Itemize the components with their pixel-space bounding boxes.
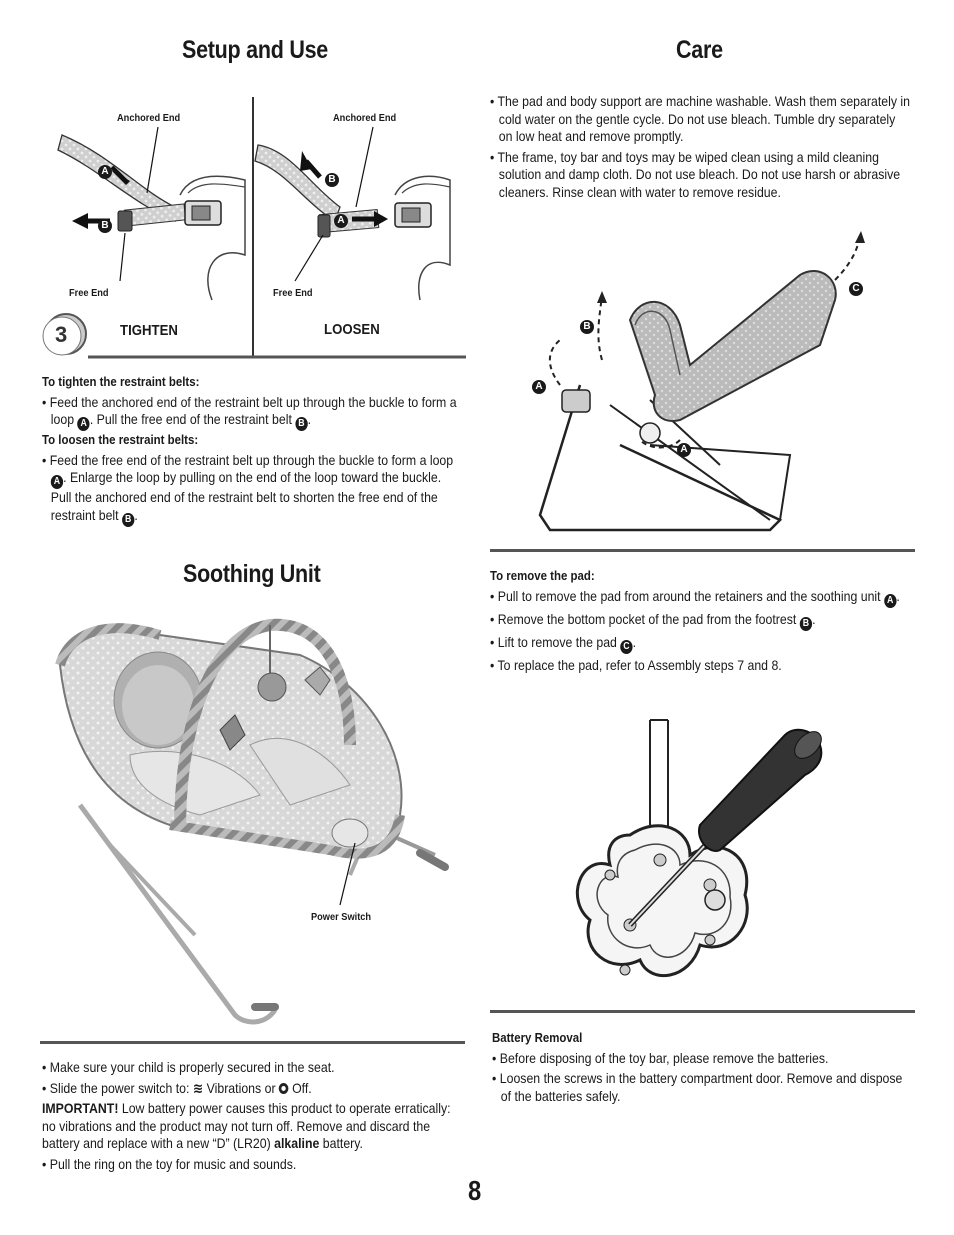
- care-title: Care: [676, 36, 723, 64]
- badge-c-icon: C: [849, 282, 863, 296]
- soothing-title: Soothing Unit: [183, 560, 321, 588]
- page-number: 8: [468, 1175, 482, 1206]
- remove-pad-bullet: • Remove the bottom pocket of the pad fr…: [490, 610, 816, 631]
- badge-b-icon: B: [799, 616, 813, 631]
- badge-a-icon: A: [334, 214, 348, 228]
- step-number: 3: [55, 322, 68, 347]
- badge-c-icon: C: [620, 639, 633, 654]
- setup-title: Setup and Use: [182, 36, 328, 64]
- badge-b-icon: B: [580, 320, 594, 334]
- loosen-heading: To loosen the restraint belts:: [42, 432, 199, 447]
- divider: [40, 1041, 465, 1044]
- badge-a-icon: A: [677, 443, 691, 457]
- tighten-heading: To tighten the restraint belts:: [42, 374, 200, 389]
- belt-illustration: [42, 97, 466, 359]
- remove-pad-heading: To remove the pad:: [490, 568, 595, 583]
- battery-removal-illustration: [575, 719, 823, 977]
- badge-a-icon: A: [532, 380, 546, 394]
- badge-a-icon: A: [50, 475, 64, 489]
- remove-pad-bullet: • Lift to remove the pad C.: [490, 633, 637, 654]
- badge-b-icon: B: [122, 512, 135, 527]
- loosen-label: LOOSEN: [324, 321, 380, 338]
- vibrations-icon: ≋: [192, 1079, 204, 1096]
- setup-instructions: To tighten the restraint belts: • Feed t…: [42, 373, 463, 527]
- soothing-bullet: • Slide the power switch to: ≋ Vibration…: [42, 1079, 312, 1096]
- important-note: IMPORTANT! Low battery power causes this…: [42, 1100, 451, 1151]
- care-bullet: • The pad and body support are machine w…: [490, 93, 911, 144]
- anchored-end-label: Anchored End: [117, 112, 181, 124]
- soothing-bullet: • Pull the ring on the toy for music and…: [42, 1155, 297, 1172]
- remove-pad-instructions: To remove the pad: • Pull to remove the …: [490, 567, 911, 674]
- soothing-bullet: • Make sure your child is properly secur…: [42, 1059, 335, 1075]
- badge-a-icon: A: [98, 165, 112, 179]
- badge-b-icon: B: [98, 219, 112, 233]
- remove-pad-bullet: • To replace the pad, refer to Assembly …: [490, 656, 782, 673]
- bouncer-illustration: [55, 618, 449, 1025]
- free-end-label: Free End: [273, 287, 313, 299]
- divider: [490, 1010, 915, 1013]
- care-bullet: • The frame, toy bar and toys may be wip…: [490, 148, 901, 200]
- pad-removal-illustration: [538, 231, 865, 532]
- battery-bullet: • Before disposing of the toy bar, pleas…: [492, 1049, 829, 1066]
- badge-b-icon: B: [295, 417, 308, 431]
- loosen-bullet: • Feed the free end of the restraint bel…: [42, 451, 454, 527]
- anchored-end-label: Anchored End: [333, 112, 397, 124]
- remove-pad-bullet: • Pull to remove the pad from around the…: [490, 587, 900, 608]
- divider: [490, 549, 915, 552]
- battery-instructions: Battery Removal • Before disposing of th…: [492, 1029, 913, 1105]
- battery-bullet: • Loosen the screws in the battery compa…: [492, 1070, 903, 1104]
- badge-a-icon: A: [77, 417, 90, 431]
- care-instructions: • The pad and body support are machine w…: [490, 93, 911, 201]
- off-icon: [278, 1082, 289, 1094]
- soothing-instructions: • Make sure your child is properly secur…: [42, 1059, 463, 1173]
- badge-b-icon: B: [325, 173, 339, 187]
- tighten-label: TIGHTEN: [120, 322, 178, 339]
- tighten-bullet: • Feed the anchored end of the restraint…: [42, 393, 457, 431]
- free-end-label: Free End: [69, 287, 109, 299]
- battery-heading: Battery Removal: [492, 1030, 583, 1045]
- power-switch-label: Power Switch: [311, 911, 372, 923]
- badge-a-icon: A: [884, 593, 897, 608]
